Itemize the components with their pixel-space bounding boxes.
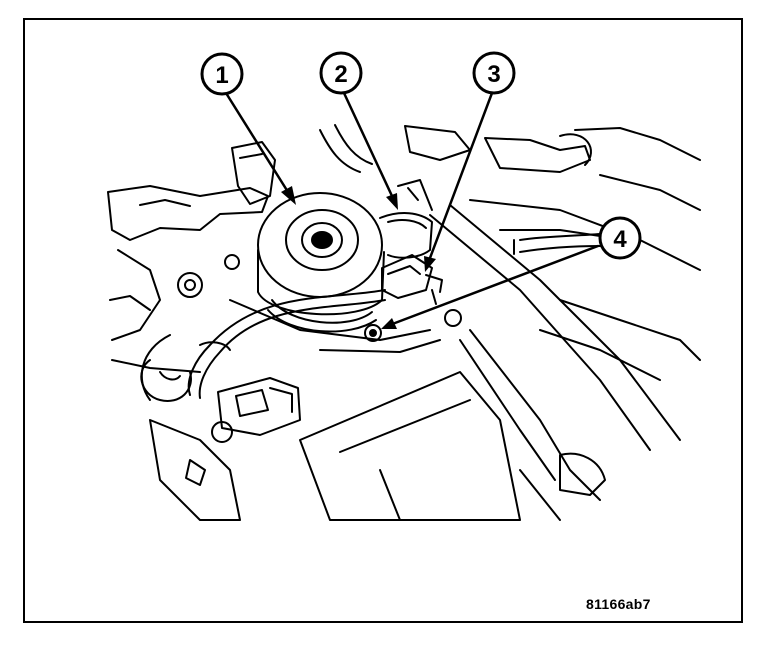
callout-4-label: 4 bbox=[613, 226, 627, 253]
figure-code: 81166ab7 bbox=[586, 596, 651, 612]
engine-bay-background bbox=[107, 124, 701, 521]
leader-lines bbox=[224, 91, 600, 329]
callout-3: 3 bbox=[472, 51, 516, 95]
mounting-bolt bbox=[364, 309, 462, 342]
callout-2: 2 bbox=[319, 51, 363, 95]
electrical-connector bbox=[381, 254, 443, 305]
callout-1-label: 1 bbox=[215, 62, 228, 89]
callout-3-label: 3 bbox=[487, 61, 500, 88]
callout-2-label: 2 bbox=[334, 61, 347, 88]
callout-4: 4 bbox=[598, 216, 642, 260]
solenoid-body bbox=[257, 192, 385, 333]
callout-1: 1 bbox=[200, 52, 244, 96]
vacuum-hose-elbow bbox=[379, 179, 433, 259]
